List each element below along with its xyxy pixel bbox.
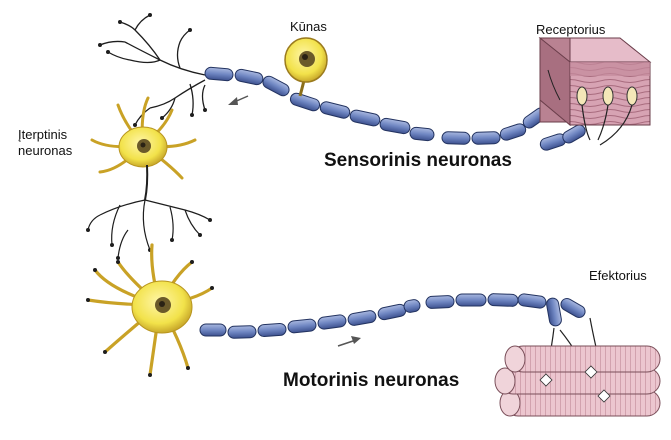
receptor-label: Receptorius: [536, 22, 606, 37]
motor-axon: [199, 293, 586, 339]
effector-label: Efektorius: [589, 268, 647, 283]
sensory-dendrite-knobs: [98, 13, 207, 127]
sensory-neuron: [98, 13, 652, 151]
interneuron-label-line1: Įterptinis: [18, 127, 68, 142]
receptor-skin-block: [538, 36, 652, 146]
interneuron-label-line2: neuronas: [18, 143, 73, 158]
cell-body-label: Kūnas: [290, 19, 327, 34]
motor-neuron: [86, 243, 606, 386]
arrow-right-icon: [337, 336, 361, 347]
effector-muscle-fibers: [494, 345, 661, 417]
sensory-axon: [204, 66, 586, 151]
sensory-neuron-label: Sensorinis neuronas: [324, 150, 512, 171]
motor-neuron-label: Motorinis neuronas: [283, 370, 460, 391]
sensory-cell-body: [284, 37, 328, 83]
arrow-left-icon: [228, 95, 249, 105]
interneuron: [86, 96, 212, 260]
